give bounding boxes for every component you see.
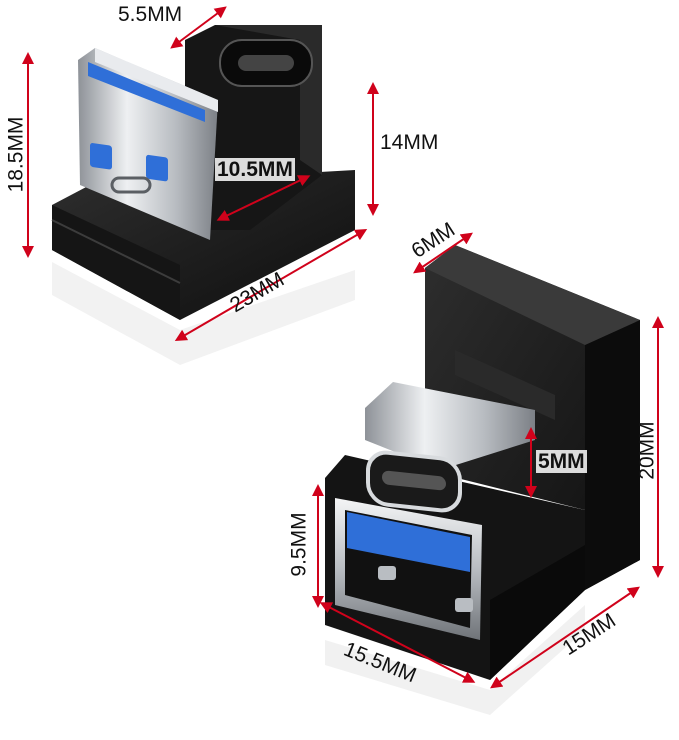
usb-a-blue-insert — [88, 62, 205, 122]
dim-line-bottom-length — [174, 228, 368, 342]
dim-line-b-base-depth — [490, 586, 640, 689]
label-b-port-height: 9.5MM — [287, 512, 311, 577]
usb-c-plug-tongue — [382, 470, 446, 491]
adapter-a-base-front — [52, 205, 180, 320]
usb-a-window-right — [146, 154, 168, 182]
label-b-height: 20MM — [635, 421, 659, 480]
adapter-b-upright-top — [425, 245, 640, 345]
dim-line-b-port-width — [319, 602, 476, 683]
usb-c-plug-shell — [365, 382, 535, 470]
dim-line-top-width — [170, 6, 227, 49]
usb-c-port-tongue — [238, 55, 294, 71]
usb-a-logo-slot — [110, 176, 152, 194]
label-inner-gap: 10.5MM — [215, 158, 295, 181]
dim-line-b-depth — [413, 232, 473, 274]
usb-a-port-blue-tongue — [347, 512, 470, 572]
label-left-height: 18.5MM — [4, 116, 28, 193]
usb-c-plug-collar — [455, 350, 555, 420]
adapter-a-base-edge — [51, 219, 181, 284]
usb-a-plug-top — [95, 48, 218, 112]
usb-a-port-pin-left — [378, 566, 396, 580]
label-top-width: 5.5MM — [118, 3, 183, 26]
usb-a-window-left — [90, 143, 112, 170]
dimension-lines — [22, 6, 664, 689]
adapter-a-upright-side — [215, 25, 322, 175]
label-b-plug-gap: 5MM — [536, 450, 587, 473]
adapter-b-upright-side — [585, 320, 640, 590]
label-side-height: 14MM — [380, 131, 439, 154]
usb-a-port-pin-right — [455, 598, 473, 612]
dim-line-inner-gap — [216, 175, 311, 221]
adapter-usb-a-to-c — [51, 25, 355, 365]
